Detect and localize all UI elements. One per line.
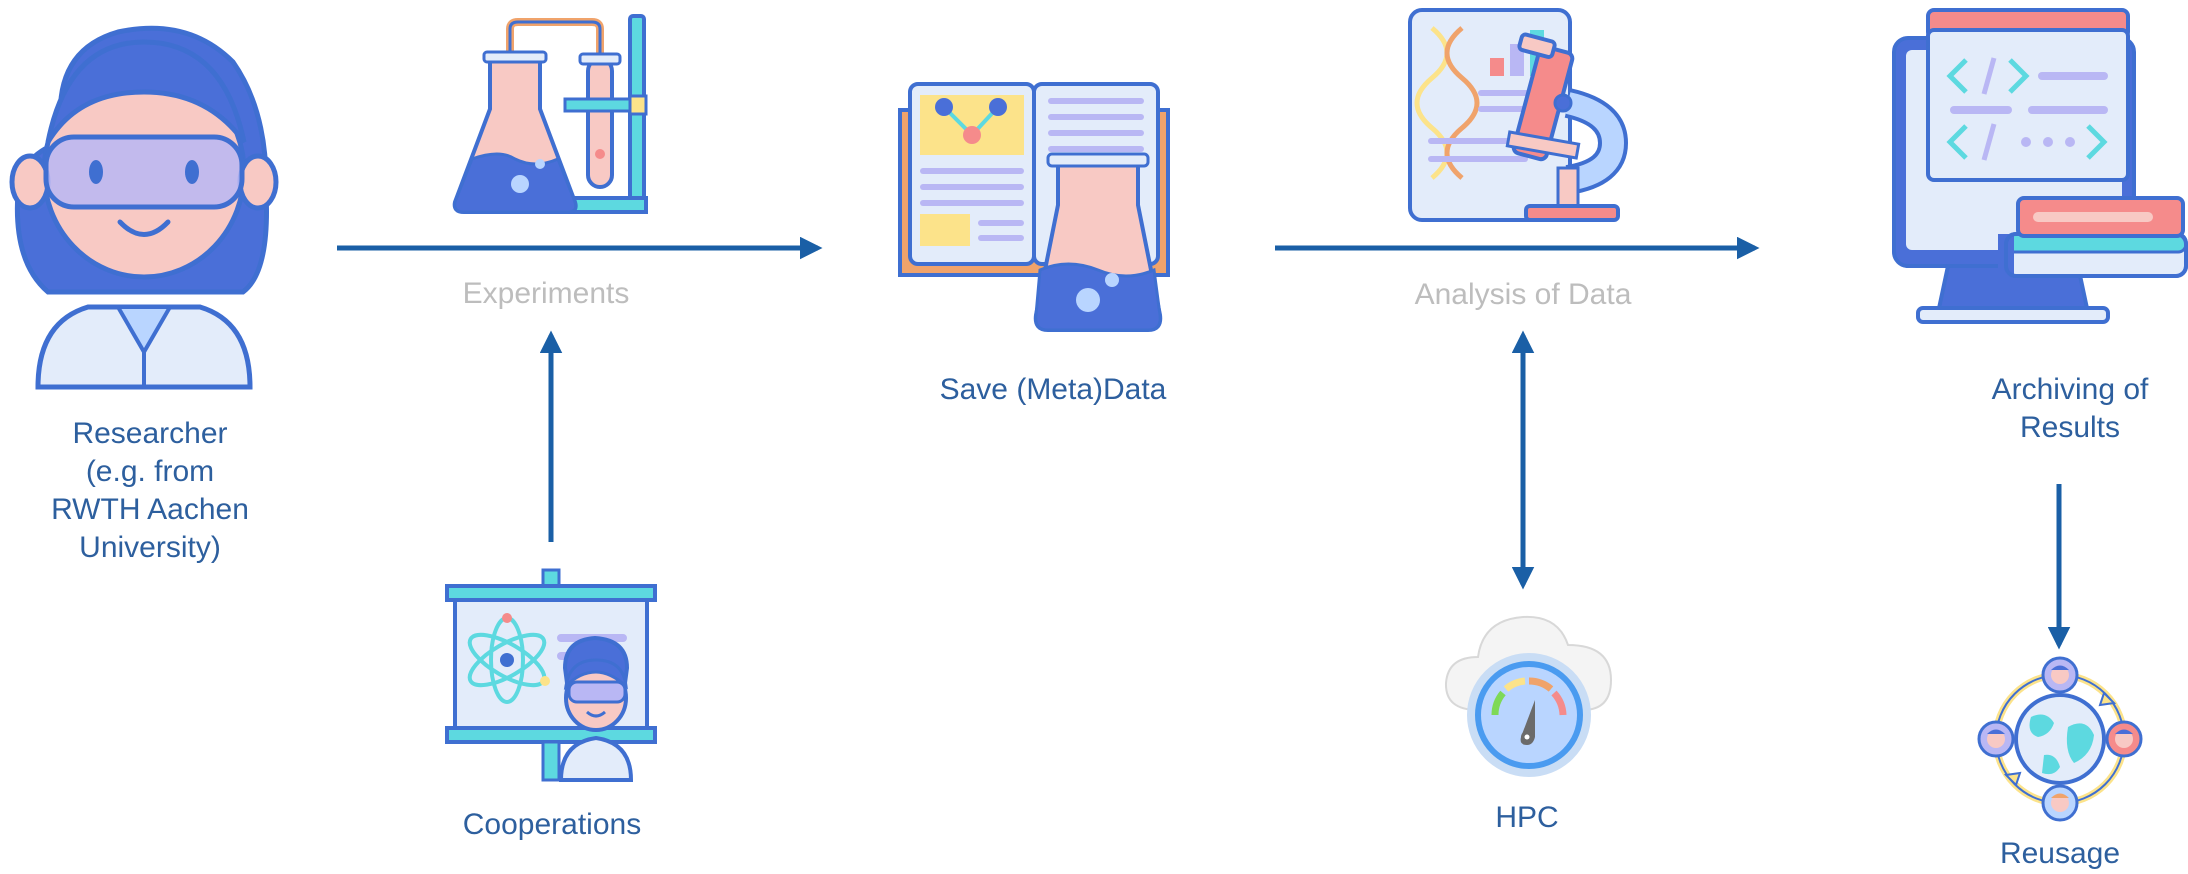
globe-people-cycle-icon [1977, 656, 2143, 822]
reusage-label: Reusage [1999, 837, 2121, 870]
researcher-label-line-3: RWTH Aachen [51, 493, 249, 526]
save-metadata-label: Save (Meta)Data [939, 373, 1167, 406]
lab-flask-icon [452, 14, 648, 214]
analysis-label: Analysis of Data [1414, 278, 1632, 311]
archive-label-line-2: Results [2019, 411, 2121, 444]
scientist-icon [9, 25, 279, 390]
presentation-board-icon [445, 568, 657, 782]
cloud-gauge-icon [1444, 615, 1613, 777]
archive-label-line-1: Archiving of [1991, 373, 2149, 406]
archive-label: Archiving of Results [1920, 371, 2188, 447]
cooperations-label: Cooperations [462, 808, 642, 841]
researcher-label-line-4: University) [79, 531, 221, 564]
hpc-label: HPC [1495, 801, 1559, 834]
experiments-label: Experiments [462, 277, 630, 310]
researcher-label-line-2: (e.g. from [85, 455, 215, 488]
microscope-report-icon [1408, 8, 1629, 222]
researcher-label-line-1: Researcher [72, 417, 228, 450]
notebook-flask-icon [898, 82, 1170, 332]
computer-books-icon [1892, 8, 2188, 324]
researcher-label: Researcher (e.g. from RWTH Aachen Univer… [0, 415, 300, 567]
